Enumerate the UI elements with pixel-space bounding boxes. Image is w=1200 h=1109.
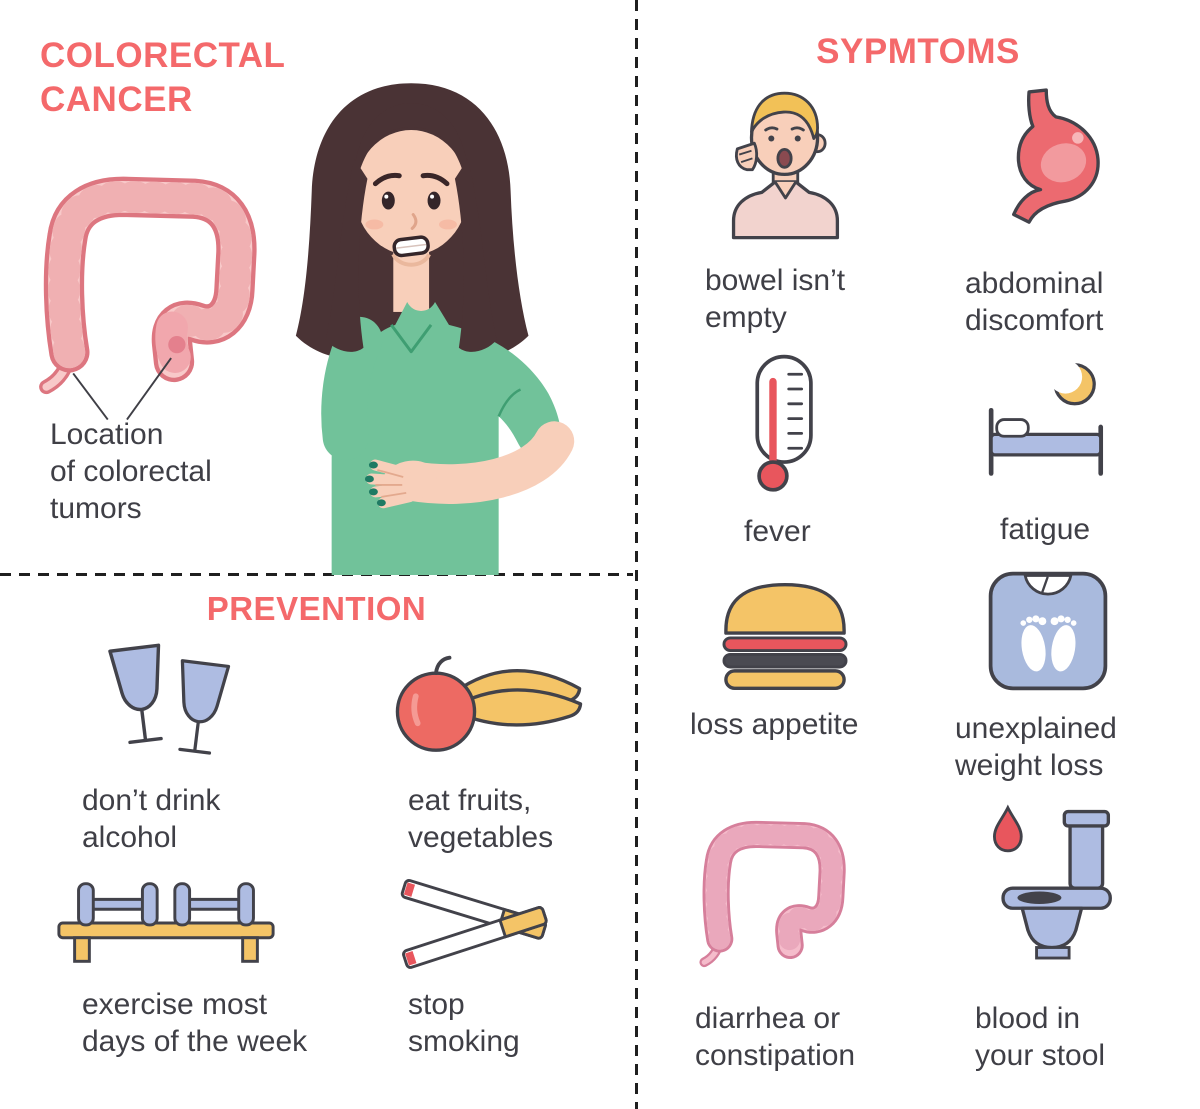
vertical-dashed-divider: [635, 0, 638, 1109]
hand-on-stomach: [364, 459, 437, 509]
horizontal-dashed-divider: [0, 573, 633, 576]
symptom-label: abdominal discomfort: [965, 267, 1104, 338]
dumbbells-bench-icon: [52, 866, 280, 979]
cigarettes-icon: [398, 860, 570, 982]
symptom-label: blood in your stool: [975, 1002, 1106, 1073]
prevention-label: don’t drink alcohol: [82, 784, 221, 855]
stomach-icon: [985, 86, 1119, 230]
symptom-label: fatigue: [1000, 513, 1091, 546]
thermometer-icon: [748, 352, 822, 500]
worried-woman-illustration: [272, 30, 610, 575]
symptom-label: diarrhea or constipation: [695, 1002, 856, 1073]
symptom-label: loss appetite: [690, 708, 859, 741]
pointer-lines: [72, 357, 172, 421]
toilet-blood-icon: [982, 800, 1116, 961]
wine-glasses-icon: [105, 642, 235, 774]
hand-at-cheek: [734, 141, 759, 172]
blood-drop: [993, 804, 1023, 853]
nauseous-person-icon: [726, 88, 844, 240]
symptoms-title: SYPMTOMS: [816, 32, 1020, 71]
disease-title: COLORECTAL CANCER: [40, 36, 286, 120]
hamburger-icon: [712, 574, 858, 698]
prevention-label: exercise most days of the week: [82, 988, 308, 1059]
prevention-label: stop smoking: [408, 988, 520, 1059]
colon-with-tumor-illustration: [25, 168, 275, 456]
prevention-title: PREVENTION: [206, 590, 427, 627]
intestine-icon: [690, 815, 858, 970]
symptom-label: bowel isn’t empty: [705, 264, 846, 335]
weight-scale-icon: [985, 568, 1111, 694]
colon-caption: Location of colorectal tumors: [50, 418, 212, 526]
symptom-label: unexplained weight loss: [955, 712, 1117, 783]
prevention-label: eat fruits, vegetables: [408, 784, 554, 855]
fruits-icon: [385, 650, 593, 756]
bed-moon-icon: [980, 358, 1110, 496]
symptom-label: fever: [744, 515, 811, 548]
